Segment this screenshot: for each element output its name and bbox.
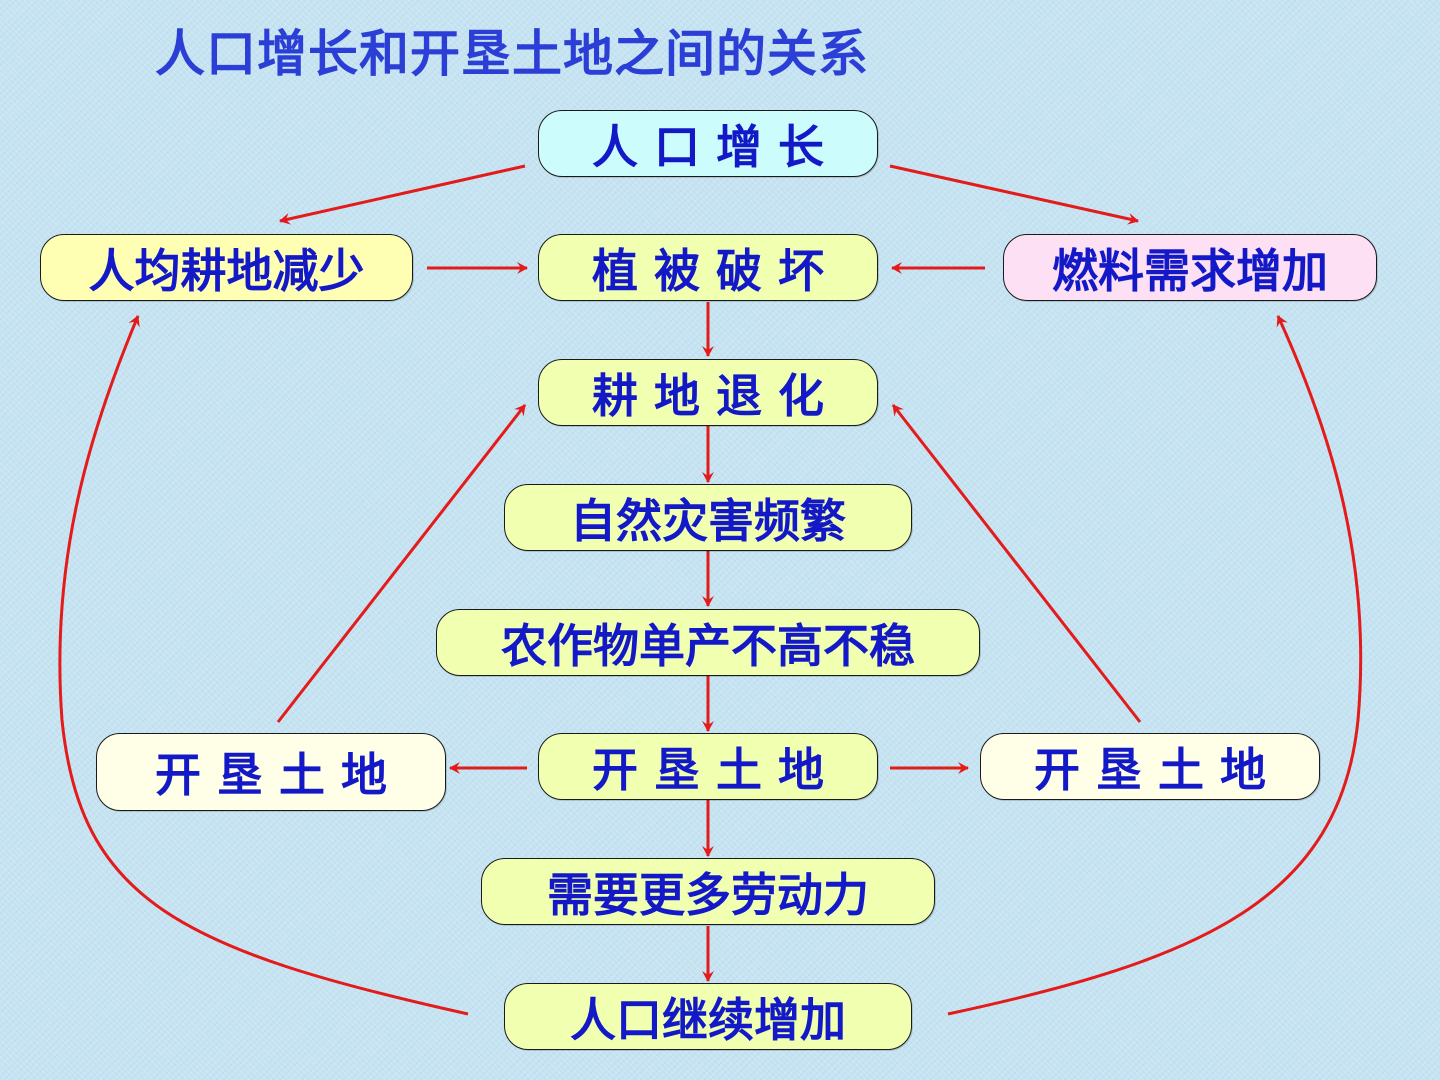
node-fuel-demand-increase: 燃料需求增加 xyxy=(1003,234,1377,301)
node-population-growth: 人 口 增 长 xyxy=(538,110,878,177)
arrow-growth-to-fuel xyxy=(889,164,1139,225)
arrow-left-reclaim-to-degradation xyxy=(276,404,527,723)
node-frequent-disasters: 自然灾害频繁 xyxy=(504,484,912,551)
node-more-labor-needed: 需要更多劳动力 xyxy=(481,858,935,925)
node-population-continues-increase: 人口继续增加 xyxy=(504,983,912,1050)
node-vegetation-destruction: 植 被 破 坏 xyxy=(538,234,878,301)
node-reclaim-land-left: 开 垦 土 地 xyxy=(96,733,446,811)
node-farmland-degradation: 耕 地 退 化 xyxy=(538,359,878,426)
arrow-growth-to-farmland xyxy=(279,164,526,225)
arrow-population-to-fuel xyxy=(947,315,1363,1016)
node-farmland-per-capita-decrease: 人均耕地减少 xyxy=(40,234,413,301)
arrow-right-reclaim-to-degradation xyxy=(891,404,1142,723)
node-reclaim-land-right: 开 垦 土 地 xyxy=(980,733,1320,800)
node-crop-yield-unstable: 农作物单产不高不稳 xyxy=(436,609,980,676)
node-reclaim-land-center: 开 垦 土 地 xyxy=(538,733,878,800)
arrow-population-to-farmland xyxy=(58,315,469,1016)
page-title: 人口增长和开垦土地之间的关系 xyxy=(155,25,869,83)
